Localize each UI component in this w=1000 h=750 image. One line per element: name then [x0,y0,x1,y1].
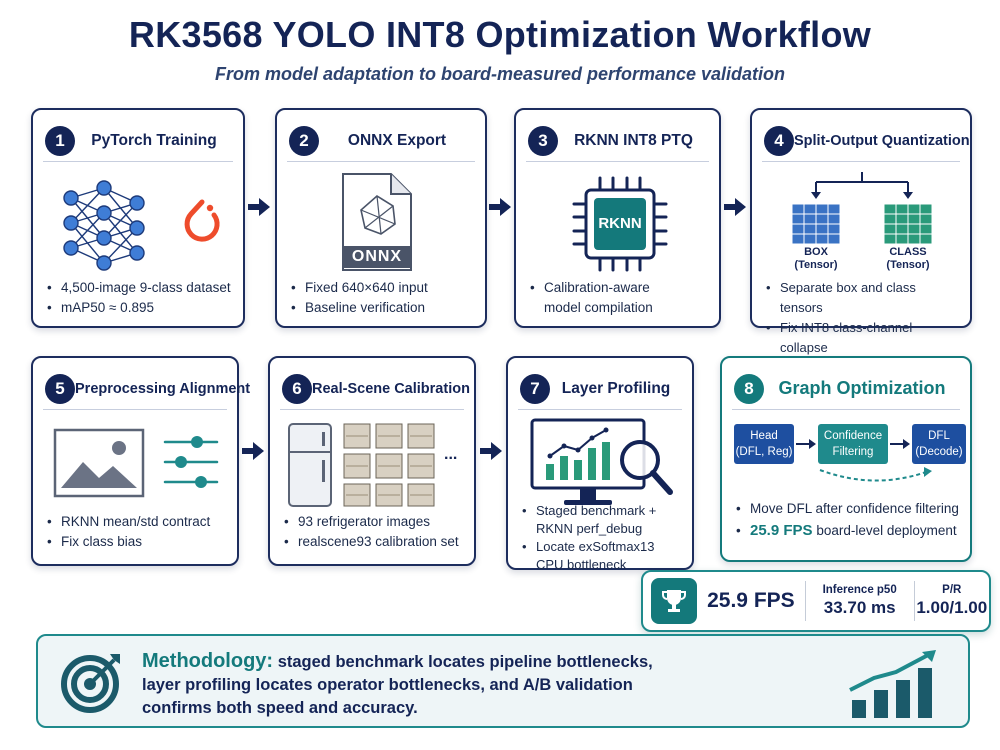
bullet-text: Baseline verification [305,300,426,315]
step-card-8: 8 Graph Optimization Head (DFL, Reg) Con… [720,356,972,562]
fps-highlight: 25.9 FPS [750,522,813,539]
step-title: Graph Optimization [778,378,946,398]
step-number: 6 [282,373,312,404]
bullet-text: Staged benchmark + [536,503,657,518]
fps-metric: 25.9 FPS [707,589,795,612]
flow-arrow-icon [796,439,816,449]
growth-chart-icon [849,650,936,718]
bullet-text: Fix INT8 class-channel collapse [780,320,913,355]
bullet-text: Locate exSoftmax13 [536,539,655,554]
bullet-text: Fix class bias [61,534,143,549]
flow-node-head: Head (DFL, Reg) [734,424,794,464]
bullet-text: RKNN perf_debug [536,521,643,536]
split-output-icon [791,172,933,245]
flow-node-dfl: DFL (Decode) [912,424,966,464]
head-label: Head [750,430,778,442]
pr-value: 1.00/1.00 [916,598,988,617]
rknn-chip-label: RKNN [598,215,642,232]
methodology-line: staged benchmark locates pipeline bottle… [277,653,653,671]
page-subtitle: From model adaptation to board-measured … [214,64,786,84]
trophy-icon [651,578,697,624]
flow-arrow-icon [724,198,746,216]
step-card-6: 6 Real-Scene Calibration ... •93 refrige… [268,356,476,566]
step-title: PyTorch Training [91,131,217,149]
step-title: Preprocessing Alignment [75,380,251,397]
step-number: 7 [520,373,550,404]
more-ellipsis: ... [444,446,458,463]
refrigerator-icon [288,423,332,507]
box-tensor-sublabel: (Tensor) [794,259,838,271]
class-tensor-sublabel: (Tensor) [886,259,930,271]
step-title: RKNN INT8 PTQ [574,131,693,149]
onnx-file-icon [342,173,412,271]
flow-arrow-icon [489,198,511,216]
step-title: ONNX Export [347,131,447,149]
class-tensor-label: CLASS [889,246,927,258]
metrics-panel: 25.9 FPS Inference p50 33.70 ms P/R 1.00… [641,570,991,632]
calibration-images-icon [343,423,435,507]
methodology-line: layer profiling locates operator bottlen… [142,676,633,694]
step-title: Layer Profiling [561,379,671,397]
bullet-text: Move DFL after confidence filtering [750,501,959,516]
bullet-text: Calibration-aware [544,280,650,295]
step-card-4: 4 Split-Output Quantization BO [750,108,972,355]
step-title: Split-Output Quantization [794,132,970,149]
neural-network-icon [63,180,145,271]
methodology-line: confirms both speed and accuracy. [142,699,418,717]
flow-arrow-icon [248,198,270,216]
bullet-text: 93 refrigerator images [298,514,431,529]
dfl-sublabel: (Decode) [915,446,963,458]
sliders-icon [163,436,219,488]
step-number: 8 [734,373,764,404]
bullet-text: Separate box and class tensors [780,280,916,315]
bullet-text: Fixed 640×640 input [305,280,428,295]
bullet-text: board-level deployment [816,523,957,538]
flow-arrow-icon [242,442,264,460]
flow-arrow-icon [480,442,502,460]
bullet-text: model compilation [544,300,653,315]
step-number: 4 [764,125,794,156]
pr-label: P/R [942,584,962,596]
image-icon [53,428,145,498]
bullet-text: 4,500-image 9-class dataset [61,280,231,295]
head-sublabel: (DFL, Reg) [735,446,793,458]
step-number: 5 [45,373,75,404]
bullet-text: mAP50 ≈ 0.895 [61,300,154,315]
box-tensor-label: BOX [804,246,828,258]
pytorch-logo-icon [184,199,220,242]
chip-icon [572,176,668,272]
page-title: RK3568 YOLO INT8 Optimization Workflow [128,14,872,55]
step-number: 3 [528,125,558,156]
confidence-label: Confidence [823,430,883,442]
inference-value: 33.70 ms [823,598,896,617]
inference-label: Inference p50 [822,584,897,596]
step-number: 2 [289,125,319,156]
bullet-text: CPU bottleneck [536,557,627,572]
monitor-chart-icon [530,418,673,505]
step-card-2: 2 ONNX Export ONNX •Fixed 640×640 input … [275,108,487,328]
step-number: 1 [45,125,75,156]
confidence-sublabel: Filtering [832,446,874,458]
step-title: Real-Scene Calibration [312,380,470,397]
bullet-text: RKNN mean/std contract [61,514,211,529]
target-icon [61,654,120,713]
reorder-arrow-icon [819,467,932,482]
dfl-label: DFL [928,430,950,442]
methodology-panel: Methodology: staged benchmark locates pi… [36,634,970,728]
bullet-text: realscene93 calibration set [298,534,459,549]
step-card-1: 1 PyTorch Training •4,500-image [31,108,245,328]
flow-arrow-icon [890,439,910,449]
step-card-5: 5 Preprocessing Alignment •RKNN mean/std… [31,356,250,566]
step-card-7: 7 Layer Profiling •Staged benchmark + RK… [506,356,694,572]
flow-node-confidence: Confidence Filtering [818,424,888,464]
methodology-lead: Methodology: [142,650,274,672]
step-card-3: 3 RKNN INT8 PTQ RKNN •Calibration-aware … [514,108,721,328]
onnx-label: ONNX [351,248,403,265]
